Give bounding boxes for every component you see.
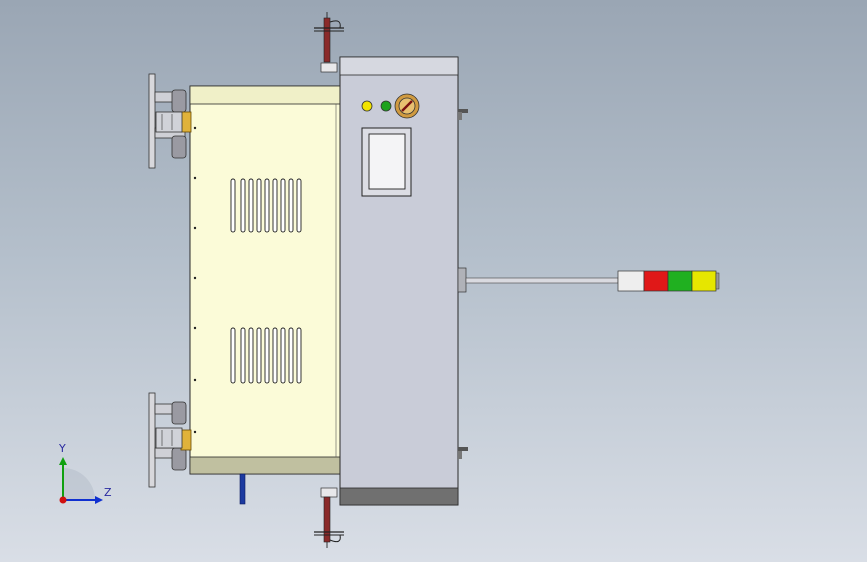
y-axis-label: Y xyxy=(59,442,66,455)
upper-handwheel-assembly xyxy=(148,73,192,169)
signal-tower-light xyxy=(457,267,720,293)
control-box xyxy=(339,56,468,506)
cabinet-body xyxy=(189,85,345,505)
rotary-knob[interactable] xyxy=(394,93,420,119)
yellow-indicator-lamp xyxy=(361,100,373,112)
lower-vent-louvers xyxy=(230,327,302,384)
top-lifting-eye xyxy=(314,12,344,73)
lower-handwheel-assembly xyxy=(148,392,192,488)
green-indicator-lamp xyxy=(380,100,392,112)
hmi-screen[interactable] xyxy=(361,127,412,197)
bottom-lifting-eye xyxy=(314,487,344,548)
drain-pipe xyxy=(239,473,246,505)
tower-yellow-segment xyxy=(691,270,717,292)
upper-vent-louvers xyxy=(230,178,302,233)
tower-green-segment xyxy=(667,270,693,292)
z-axis-label: Z xyxy=(104,486,112,499)
coordinate-triad xyxy=(59,457,103,504)
tower-red-segment xyxy=(643,270,669,292)
